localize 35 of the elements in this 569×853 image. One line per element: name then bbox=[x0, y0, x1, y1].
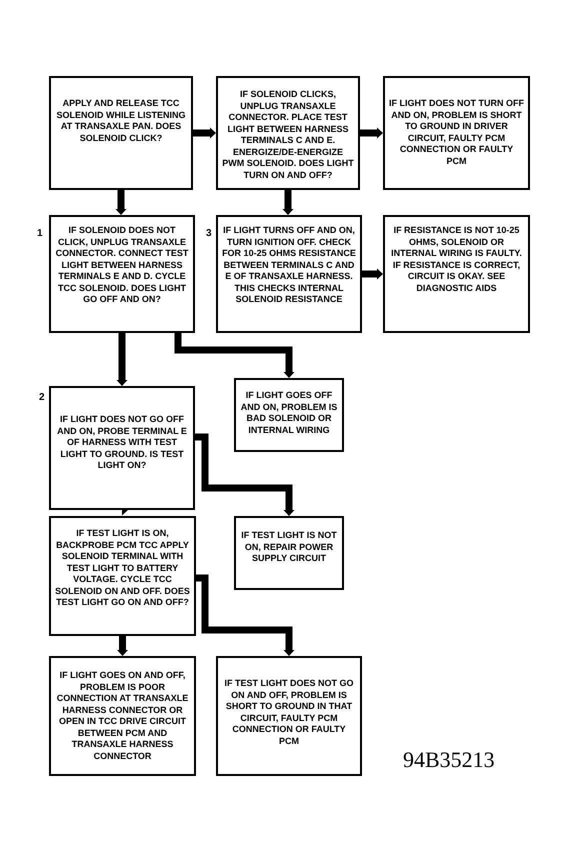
step-text: IF TEST LIGHT DOES NOT GO ON AND OFF, PROBLEM IS SHORT TO GROUND IN THAT CIRCUIT, FAULTY PCM CONNECTION OR FAULTY PCM bbox=[223, 678, 354, 747]
step-text: IF TEST LIGHT IS ON, BACKPROBE PCM TCC APPLY SOLENOID TERMINAL WITH TEST LIGHT TO BATTERY VOLTAGE. CYCLE TCC SOLENOID ON AND OFF. DOES TEST LIGHT GO ON AND OFF? bbox=[55, 528, 190, 608]
process-box bbox=[383, 215, 530, 333]
step-number: 3 bbox=[206, 228, 212, 240]
process-box bbox=[216, 76, 360, 190]
arrow bbox=[195, 434, 294, 516]
arrow bbox=[174, 333, 294, 378]
step-text: IF LIGHT GOES ON AND OFF, PROBLEM IS POOR CONNECTION AT TRANSAXLE HARNESS CONNECTOR OR OPEN IN TCC DRIVE CIRCUIT BETWEEN PCM AND TRANSAXLE HARNESS CONNECTOR bbox=[56, 670, 190, 762]
step-text: IF RESISTANCE IS NOT 10-25 OHMS, SOLENOID OR INTERNAL WIRING IS FAULTY. IF RESISTANCE IS CORRECT, CIRCUIT IS OKAY. SEE DIAGNOSTIC AIDS bbox=[390, 225, 523, 294]
step-text: APPLY AND RELEASE TCC SOLENOID WHILE LISTENING AT TRANSAXLE PAN. DOES SOLENOID CLICK? bbox=[55, 98, 186, 144]
step-text: IF SOLENOID DOES NOT CLICK, UNPLUG TRANSAXLE CONNECTOR. CONNECT TEST LIGHT BETWEEN HARNESS TERMINALS E AND D. CYCLE TCC SOLENOID. DOES LIGHT GO OFF AND ON? bbox=[55, 225, 189, 306]
step-text: IF TEST LIGHT IS NOT ON, REPAIR POWER SUPPLY CIRCUIT bbox=[240, 530, 338, 564]
step-text: IF LIGHT DOES NOT GO OFF AND ON, PROBE TERMINAL E OF HARNESS WITH TEST LIGHT TO GROUND. IS TEST LIGHT ON? bbox=[56, 414, 188, 472]
process-box bbox=[49, 76, 193, 190]
step-text: IF LIGHT DOES NOT TURN OFF AND ON, PROBLEM IS SHORT TO GROUND IN DRIVER CIRCUIT, FAULTY PCM CONNECTION OR FAULTY PCM bbox=[389, 98, 524, 167]
step-number: 1 bbox=[37, 228, 43, 240]
arrow bbox=[116, 190, 126, 215]
arrow bbox=[362, 268, 383, 280]
process-box bbox=[234, 378, 344, 452]
process-box bbox=[234, 516, 344, 590]
process-box bbox=[49, 656, 196, 776]
arrow bbox=[193, 128, 216, 138]
arrow bbox=[282, 190, 294, 215]
arrow bbox=[196, 574, 294, 656]
arrow bbox=[116, 333, 128, 386]
process-box bbox=[383, 76, 530, 190]
step-text: IF SOLENOID CLICKS, UNPLUG TRANSAXLE CONNECTOR. PLACE TEST LIGHT BETWEEN HARNESS TERMINALS C AND E. ENERGIZE/DE-ENERGIZE PWM SOLENOID. DOES LIGHT TURN ON AND OFF? bbox=[222, 89, 354, 181]
arrow bbox=[117, 636, 128, 656]
process-box bbox=[49, 516, 196, 636]
step-number: 2 bbox=[39, 392, 45, 404]
step-text: IF LIGHT GOES OFF AND ON, PROBLEM IS BAD SOLENOID OR INTERNAL WIRING bbox=[240, 390, 338, 436]
figure-number: 94B35213 bbox=[403, 748, 495, 772]
process-box bbox=[216, 656, 362, 776]
step-text: IF LIGHT TURNS OFF AND ON, TURN IGNITION OFF. CHECK FOR 10-25 OHMS RESISTANCE BETWEEN TERMINALS C AND E OF TRANSAXLE HARNESS. THIS CHECKS INTERNAL SOLENOID RESISTANCE bbox=[222, 225, 356, 306]
arrow bbox=[360, 128, 383, 138]
